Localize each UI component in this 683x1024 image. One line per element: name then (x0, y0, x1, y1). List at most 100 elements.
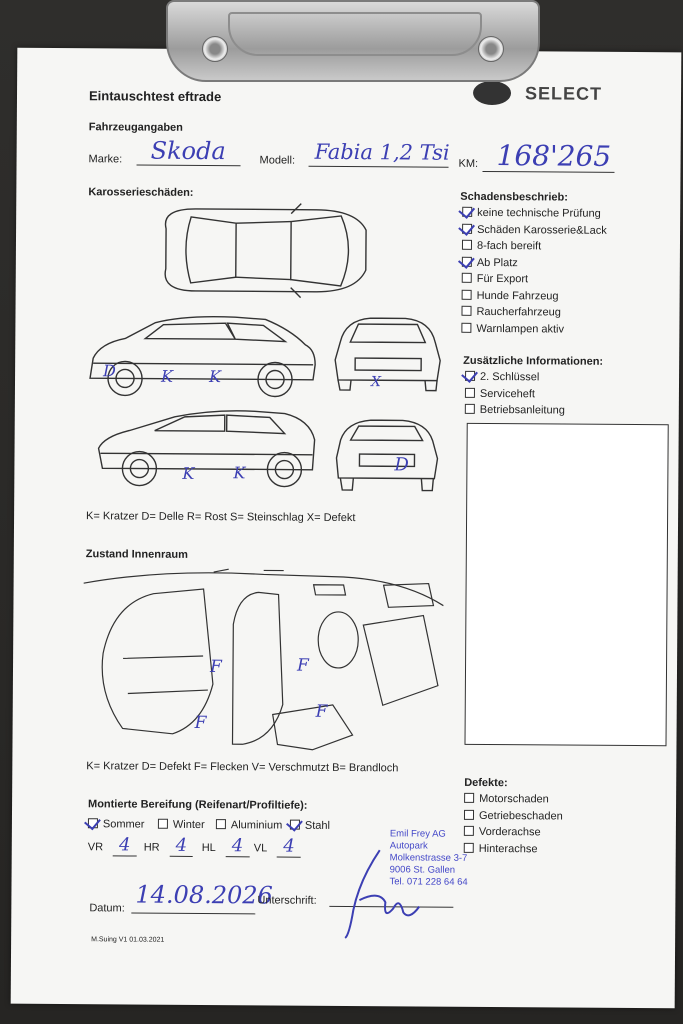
info-item-0[interactable]: 2. Schlüssel (465, 370, 540, 384)
signature-label: Unterschrift: (257, 894, 317, 907)
mark-interior-0: F (209, 657, 222, 678)
tire-depth-value-1[interactable]: 4 (169, 834, 194, 857)
defect-item-label-1: Getriebeschaden (478, 809, 563, 823)
tire-type-0[interactable]: Sommer (87, 818, 145, 831)
tire-type-checkbox-2[interactable] (215, 819, 226, 830)
car-rear-view (335, 419, 439, 492)
tire-type-label-3: Stahl (304, 819, 331, 832)
clipboard-clip (166, 0, 540, 82)
tire-depth-value-3[interactable]: 4 (277, 835, 301, 858)
notes-box[interactable] (464, 422, 669, 747)
damage-item-checkbox-4[interactable] (461, 272, 472, 283)
km-value[interactable]: 168'265 (496, 139, 612, 173)
datum-label: Datum: (89, 902, 125, 915)
damage-item-4[interactable]: Für Export (461, 272, 528, 285)
tire-depth-label-2: HL (201, 842, 216, 855)
car-diagrams (89, 203, 441, 492)
info-item-checkbox-1[interactable] (464, 387, 475, 398)
tire-type-label-0: Sommer (102, 818, 145, 831)
form-title: Eintauschtest eftrade (88, 88, 222, 105)
defect-item-0[interactable]: Motorschaden (464, 792, 549, 806)
tire-type-checkbox-3[interactable] (289, 819, 300, 830)
tire-depth-label-0: VR (87, 841, 104, 854)
mark-side2-0: K (182, 463, 195, 483)
car-front-view (334, 317, 441, 392)
car-side-view-left (89, 315, 316, 398)
mark-side1-2: K (208, 367, 222, 387)
mark-front: X (370, 374, 382, 391)
mark-side2-1: K (233, 463, 246, 483)
info-item-1[interactable]: Serviceheft (464, 387, 535, 400)
tire-type-2[interactable]: Aluminium (215, 819, 282, 832)
mark-interior-3: F (315, 701, 328, 722)
tire-type-checkbox-1[interactable] (157, 818, 168, 829)
damage-item-checkbox-7[interactable] (461, 322, 472, 333)
info-item-label-2: Betriebsanleitung (479, 403, 565, 417)
brand-logo: SELECT (524, 83, 603, 104)
tire-type-label-1: Winter (172, 818, 205, 832)
section-body: Karosserieschäden: (88, 186, 194, 199)
tire-type-3[interactable]: Stahl (289, 819, 331, 832)
form-sheet: Eintauschtest eftrade SELECT Fahrzeugang… (10, 47, 682, 1009)
damage-item-2[interactable]: 8-fach bereift (461, 239, 542, 253)
damage-item-label-0: keine technische Prüfung (477, 206, 601, 220)
tires-heading: Montierte Bereifung (Reifenart/Profiltie… (88, 798, 308, 812)
tire-depth-label-1: HR (143, 841, 160, 854)
damage-item-label-3: Ab Platz (476, 256, 518, 269)
mark-side1-1: K (160, 366, 174, 386)
damage-item-6[interactable]: Raucherfahrzeug (461, 305, 561, 319)
defect-item-checkbox-0[interactable] (464, 792, 475, 803)
tire-depth-1: HR 4 (143, 834, 194, 857)
damage-item-label-2: 8-fach bereift (476, 239, 542, 253)
damage-item-1[interactable]: Schäden Karosserie&Lack (462, 223, 607, 236)
mark-interior-1: F (296, 655, 309, 676)
tire-type-checkbox-0[interactable] (87, 818, 98, 829)
defect-item-label-2: Vorderachse (478, 825, 541, 839)
damage-heading: Schadensbeschrieb: (460, 190, 568, 204)
car-side-view-right (97, 410, 316, 488)
marke-value[interactable]: Skoda (150, 136, 226, 166)
interior-diagram (83, 568, 444, 751)
defect-item-2[interactable]: Vorderachse (463, 825, 541, 839)
info-item-2[interactable]: Betriebsanleitung (464, 403, 565, 417)
damage-item-label-7: Warnlampen aktiv (476, 322, 565, 336)
damage-item-checkbox-0[interactable] (462, 206, 473, 217)
info-item-checkbox-2[interactable] (464, 403, 475, 414)
section-interior: Zustand Innenraum (85, 548, 188, 561)
info-item-label-0: 2. Schlüssel (480, 370, 540, 384)
signature[interactable] (339, 840, 430, 941)
defects-heading: Defekte: (464, 776, 508, 790)
damage-item-checkbox-1[interactable] (462, 223, 473, 234)
damage-item-label-1: Schäden Karosserie&Lack (477, 223, 607, 237)
brand-logo-icon (472, 80, 512, 106)
defect-item-label-0: Motorschaden (479, 792, 549, 806)
damage-item-5[interactable]: Hunde Fahrzeug (461, 289, 559, 302)
damage-item-checkbox-6[interactable] (461, 305, 472, 316)
interior-legend: K= Kratzer D= Defekt F= Flecken V= Versc… (86, 760, 399, 775)
modell-value[interactable]: Fabia 1,2 Tsi (314, 139, 450, 165)
damage-item-3[interactable]: Ab Platz (461, 256, 518, 269)
datum-value[interactable]: 14.08.2026 (135, 880, 273, 910)
defect-item-3[interactable]: Hinterachse (463, 842, 538, 855)
damage-item-checkbox-2[interactable] (461, 239, 473, 250)
marke-label: Marke: (88, 153, 123, 166)
modell-label: Modell: (259, 154, 296, 167)
tire-depth-0: VR 4 (87, 834, 137, 857)
defect-item-label-3: Hinterachse (478, 842, 538, 855)
mark-side1-0: D (103, 361, 116, 381)
damage-item-label-6: Raucherfahrzeug (476, 305, 561, 319)
tire-depth-label-3: VL (253, 842, 268, 855)
tire-type-1[interactable]: Winter (157, 818, 205, 832)
body-legend: K= Kratzer D= Delle R= Rost S= Steinschl… (86, 510, 356, 525)
damage-item-checkbox-5[interactable] (461, 289, 472, 300)
damage-item-7[interactable]: Warnlampen aktiv (461, 322, 564, 335)
info-item-checkbox-0[interactable] (465, 370, 476, 381)
damage-item-0[interactable]: keine technische Prüfung (462, 206, 601, 220)
tire-depth-value-0[interactable]: 4 (112, 834, 137, 857)
defect-item-checkbox-1[interactable] (463, 809, 475, 820)
section-vehicle: Fahrzeugangaben (88, 121, 183, 134)
tire-depth-value-2[interactable]: 4 (225, 835, 250, 858)
tire-depth-2: HL 4 (201, 835, 250, 858)
defect-item-1[interactable]: Getriebeschaden (463, 809, 563, 823)
damage-item-checkbox-3[interactable] (461, 256, 472, 267)
